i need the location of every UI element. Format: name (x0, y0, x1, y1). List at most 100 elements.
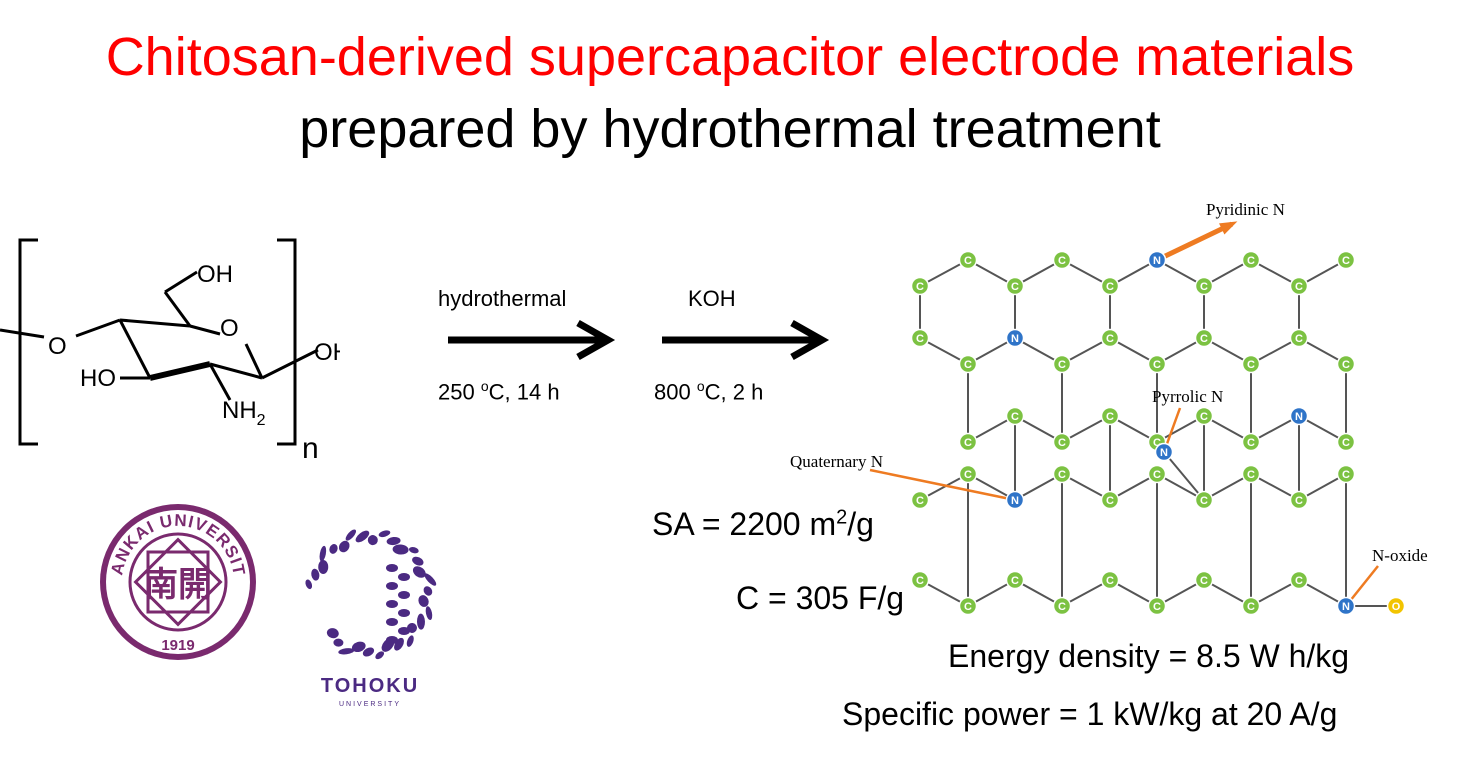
tohoku-leaf (386, 636, 398, 644)
tohoku-name: TOHOKU (321, 675, 419, 697)
carbon-atom: C (1336, 464, 1356, 484)
carbon-atom-symbol: C (1247, 359, 1255, 371)
tohoku-leaf (318, 560, 329, 574)
tohoku-leaf (418, 595, 429, 607)
nankai-inner-bg (106, 510, 250, 654)
nitrogen-atom-symbol: N (1011, 495, 1019, 507)
label-ho: HO (80, 365, 116, 392)
carbon-atom-symbol: C (1106, 281, 1114, 293)
pyrrolic-nitrogen-atom: N (1154, 442, 1174, 462)
carbon-atom-circle (1336, 354, 1356, 374)
carbon-atom-circle (1194, 570, 1214, 590)
label-ring-o: O (220, 315, 239, 342)
carbon-atom-circle (1241, 464, 1261, 484)
carbon-atom-symbol: C (1200, 575, 1208, 587)
carbon-atom: C (1052, 432, 1072, 452)
carbon-atom-symbol: C (1200, 495, 1208, 507)
carbon-atom-circle (1100, 406, 1120, 426)
label-nh: NH (222, 397, 257, 424)
bond-c1-oh (261, 348, 319, 380)
carbon-atom-symbol: C (1106, 575, 1114, 587)
carbon-atom-symbol: C (1153, 359, 1161, 371)
tohoku-leaf (326, 628, 339, 639)
tohoku-leaf (398, 573, 410, 581)
step1-below-a: 250 (438, 379, 481, 405)
carbon-atom: C (1005, 406, 1025, 426)
tohoku-leaf (305, 579, 313, 590)
pyrrolic-nitrogen-atom-symbol: N (1160, 447, 1168, 459)
carbon-atom-circle (1147, 354, 1167, 374)
carbon-atom-circle (1336, 432, 1356, 452)
step2-below: 800 oC, 2 h (654, 378, 763, 405)
carbon-atom-circle (1100, 276, 1120, 296)
nitrogen-atom-circle (1147, 250, 1167, 270)
nitrogen-atom: N (1005, 328, 1025, 348)
capacitance: C = 305 F/g (736, 580, 905, 616)
oxygen-atom: O (1386, 596, 1406, 616)
carbon-atom-circle (1289, 570, 1309, 590)
carbon-atom-symbol: C (964, 437, 972, 449)
carbon-atom-symbol: C (964, 601, 972, 613)
carbon-atom-symbol: C (1058, 359, 1066, 371)
tohoku-leaf (311, 568, 320, 581)
nitrogen-atom-circle (1005, 490, 1025, 510)
carbon-atom-symbol: C (1058, 601, 1066, 613)
bond-c2-n (208, 363, 232, 401)
tohoku-leaf (319, 545, 327, 562)
tohoku-leaf (386, 600, 398, 608)
pyridinic-arrow (1155, 221, 1234, 263)
tohoku-leaf (424, 573, 437, 586)
carbon-atom: C (1241, 432, 1261, 452)
tohoku-leaf (398, 609, 410, 617)
oxygen-atom-circle (1386, 596, 1406, 616)
nankai-chars: 南開 (144, 566, 212, 604)
tohoku-leaf (386, 536, 401, 546)
carbon-atom-circle (1005, 276, 1025, 296)
tohoku-leaf (386, 564, 398, 572)
carbon-atom-circle (1289, 490, 1309, 510)
pyrrolic-nitrogen-atom-circle (1154, 442, 1174, 462)
tohoku-leaf (367, 535, 378, 546)
carbon-atom: C (1147, 464, 1167, 484)
carbon-atom-symbol: C (916, 281, 924, 293)
carbon-atom: C (1289, 490, 1309, 510)
bond (1163, 451, 1205, 501)
tohoku-leaf (412, 566, 426, 578)
bond-c4-c5 (119, 318, 191, 328)
tohoku-leaf (398, 627, 410, 635)
tohoku-leaf (412, 556, 424, 566)
carbon-atom: C (910, 570, 930, 590)
carbon-atom-circle (1194, 328, 1214, 348)
carbon-atom-circle (1005, 406, 1025, 426)
carbon-atom: C (910, 276, 930, 296)
carbon-atom-symbol: C (1011, 281, 1019, 293)
carbon-atom-circle (910, 570, 930, 590)
sa-a: SA = 2200 m (652, 506, 837, 542)
bond-c1-c2 (209, 362, 263, 380)
nankai-year: 1919 (161, 637, 194, 654)
label-oh-right: OH (314, 339, 340, 366)
carbon-atom-symbol: C (1200, 411, 1208, 423)
pyridinic-arrow-head (1219, 221, 1238, 235)
label-nh2: NH2 (222, 397, 266, 429)
carbon-atom: C (1194, 490, 1214, 510)
carbon-atom: C (1052, 464, 1072, 484)
nitrogen-atom-symbol: N (1011, 333, 1019, 345)
carbon-atom: C (958, 432, 978, 452)
carbon-atom-symbol: C (1200, 333, 1208, 345)
nitrogen-atom-circle (1289, 406, 1309, 426)
carbon-atom: C (1100, 490, 1120, 510)
carbon-atom: C (1241, 250, 1261, 270)
carbon-atom: C (1194, 276, 1214, 296)
carbon-atom-circle (1289, 276, 1309, 296)
carbon-atom-circle (1336, 250, 1356, 270)
tohoku-leaf (416, 613, 425, 630)
tohoku-leaf (355, 530, 370, 543)
carbon-atom-circle (1194, 276, 1214, 296)
carbon-atom-circle (1052, 596, 1072, 616)
carbon-atom-circle (1100, 570, 1120, 590)
title-line-2: prepared by hydrothermal treatment (299, 99, 1161, 159)
carbon-atom: C (958, 596, 978, 616)
carbon-atom: C (1336, 432, 1356, 452)
carbon-atom-circle (910, 328, 930, 348)
